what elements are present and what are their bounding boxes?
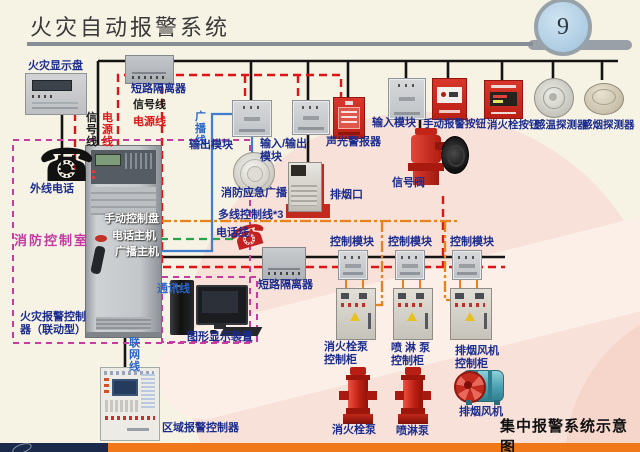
label-hydrant-button: 消火栓按钮 — [487, 119, 540, 131]
label-telephone-line: 电话线 — [216, 227, 249, 239]
label-input-output-module: 输入/输出 模块 — [260, 138, 308, 163]
computer-mouse — [210, 330, 217, 334]
output-module-device — [232, 100, 272, 137]
label-output-module: 输出模块 — [189, 139, 233, 151]
regional-alarm-controller-device — [100, 367, 160, 441]
label-hydrant-pump-cabinet: 消火栓泵 控制柜 — [324, 341, 368, 366]
label-network-line: 联网线 — [129, 337, 140, 374]
hydrant-button-device — [484, 80, 523, 119]
label-control-module-3: 控制模块 — [450, 236, 494, 248]
fire-display-panel-device — [25, 73, 87, 115]
label-power-line-vertical: 电源线 — [102, 112, 113, 149]
label-short-circuit-isolator-mid: 短路隔离器 — [258, 279, 313, 291]
label-signal-line-vertical: 信号线 — [86, 112, 97, 149]
label-communication-line: 通讯线 — [157, 283, 190, 295]
label-smoke-detector: 感烟探测器 — [582, 119, 635, 131]
cabinet-label-telephone-host: 电话主机 — [112, 230, 156, 242]
short-circuit-isolator-mid-device — [262, 247, 306, 280]
label-sound-light-alarm: 声光警报器 — [326, 136, 381, 148]
short-circuit-isolator-top-device — [125, 55, 174, 84]
input-output-module-device — [292, 100, 330, 135]
cabinet-label-manual-control-panel: 手动控制盘 — [104, 213, 159, 225]
control-module-1-device — [338, 250, 368, 280]
smoke-detector-device — [584, 79, 624, 116]
label-regional-alarm-controller: 区域报警控制器 — [162, 422, 239, 434]
label-spray-pump: 喷淋泵 — [396, 425, 429, 437]
label-smoke-exhaust-fan: 排烟风机 — [459, 406, 503, 418]
smoke-fan-control-cabinet-device — [450, 288, 492, 340]
hydrant-pump-device — [339, 367, 377, 424]
diagram-caption: 集中报警系统示意图 — [500, 415, 640, 452]
label-spray-pump-cabinet: 喷 淋 泵 控制柜 — [391, 342, 431, 367]
graphic-display-computer-device — [166, 277, 263, 339]
title-underline — [27, 42, 533, 46]
label-heat-detector: 感温探测器 — [535, 119, 588, 131]
signal-valve-device — [405, 128, 469, 190]
label-control-module-1: 控制模块 — [330, 236, 374, 248]
page-number-badge: 9 — [534, 0, 592, 56]
emergency-broadcast-speaker-device — [233, 152, 275, 194]
label-signal-valve: 信号阀 — [392, 177, 425, 189]
manual-alarm-button-device — [432, 78, 467, 120]
spray-pump-device — [395, 367, 431, 424]
outside-telephone-icon: ☎ — [38, 138, 96, 192]
label-input-module: 输入模块 — [372, 117, 416, 129]
spray-pump-control-cabinet-device — [393, 288, 433, 340]
page-number: 9 — [557, 13, 569, 40]
footer-navy-bar — [0, 443, 108, 452]
cabinet-label-broadcast-host: 广播主机 — [115, 246, 159, 258]
label-control-module-2: 控制模块 — [388, 236, 432, 248]
multi-line-control-lines — [160, 219, 458, 307]
label-fire-alarm-controller: 火灾报警控制 器（联动型） — [20, 311, 86, 336]
computer-tower — [170, 280, 194, 335]
label-smoke-fan-cabinet: 排烟风机 控制柜 — [455, 345, 499, 370]
label-emergency-broadcast: 消防应急广播 — [221, 187, 287, 199]
label-manual-alarm-button: 手动报警按钮 — [423, 118, 486, 130]
cabinet-handset — [90, 245, 106, 275]
input-module-device — [388, 78, 426, 120]
fire-alarm-controller-cabinet-device — [85, 145, 162, 338]
label-fire-control-room: 消防控制室 — [14, 233, 90, 248]
sound-light-alarm-device — [333, 97, 365, 139]
label-smoke-vent: 排烟口 — [330, 189, 363, 201]
label-outside-telephone: 外线电话 — [30, 183, 74, 195]
smoke-exhaust-fan-device — [454, 368, 504, 406]
label-signal-line-top: 信号线 — [133, 99, 166, 111]
smoke-vent-device — [284, 160, 330, 218]
label-hydrant-pump: 消火栓泵 — [332, 424, 376, 436]
label-power-line-horizontal: 电源线 — [133, 116, 166, 128]
slide-title: 火灾自动报警系统 — [30, 15, 231, 40]
regional-controller-screen — [112, 379, 138, 396]
control-module-2-device — [395, 250, 425, 280]
broadcast-line — [160, 112, 254, 253]
control-room-boundary — [12, 139, 258, 344]
heat-detector-device — [534, 78, 574, 118]
label-graphic-display: 图形显示装置 — [187, 331, 253, 343]
control-module-3-device — [452, 250, 482, 280]
power-lines — [73, 73, 505, 269]
label-broadcast-line: 广播线 — [195, 111, 206, 148]
hydrant-pump-control-cabinet-device — [336, 288, 376, 340]
label-short-circuit-isolator-top: 短路隔离器 — [131, 83, 186, 95]
footer-orange-bar — [108, 443, 640, 452]
label-fire-display-panel: 火灾显示盘 — [28, 60, 83, 72]
label-multi-line-control: 多线控制线*3 — [218, 209, 284, 221]
